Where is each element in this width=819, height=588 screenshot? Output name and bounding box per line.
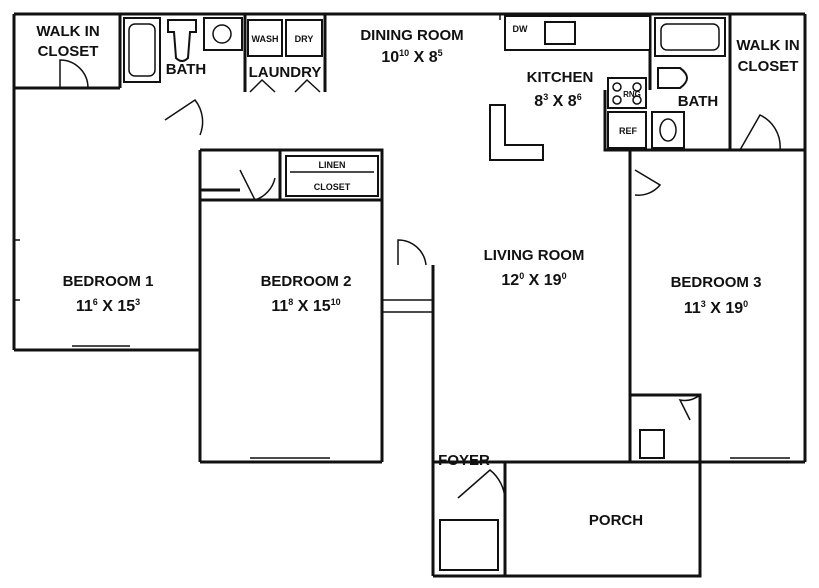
bedroom-3-closet-door	[678, 394, 701, 421]
sink-2	[651, 111, 685, 149]
kitchen-sink	[544, 21, 576, 45]
doors	[59, 59, 781, 501]
kitchen-counter	[504, 15, 651, 51]
linen-closet-box	[285, 155, 379, 197]
dishwasher-label: DW	[513, 24, 528, 34]
foyer-closet	[439, 519, 499, 571]
bedroom-3-label: BEDROOM 3	[671, 274, 762, 291]
fixtures	[123, 15, 726, 571]
washer	[247, 19, 283, 57]
bedroom-1-dimensions: 116 X 153	[76, 297, 140, 315]
hall-door	[397, 239, 427, 266]
refrigerator-label: REF	[619, 126, 638, 136]
refrigerator	[607, 111, 647, 149]
bath-1-door	[164, 98, 204, 136]
toilet-1	[167, 19, 197, 62]
closet-1-door	[59, 59, 89, 89]
bathtub-1	[123, 17, 161, 83]
walls	[12, 12, 807, 578]
bedroom-3-door	[634, 169, 662, 196]
foyer-label: FOYER	[438, 452, 490, 469]
laundry-doors	[249, 78, 321, 93]
linen-closet-label-line1: LINEN	[319, 160, 346, 170]
dryer	[285, 19, 323, 57]
windows	[14, 14, 790, 463]
walk-in-closet-1-label-line1: WALK IN	[36, 23, 99, 40]
bedroom-2-door	[239, 169, 276, 201]
wash-label: WASH	[252, 34, 279, 44]
bath-2-label: BATH	[678, 93, 719, 110]
walk-in-closet-2-label-line1: WALK IN	[736, 37, 799, 54]
bedroom-1-label: BEDROOM 1	[63, 273, 154, 290]
bath-1-label: BATH	[166, 61, 207, 78]
front-door	[457, 469, 506, 501]
laundry-label: LAUNDRY	[249, 64, 322, 81]
walk-in-closet-2-label-line2: CLOSET	[738, 58, 799, 75]
bedroom-3-closet-box	[639, 429, 665, 459]
dining-room-dimensions: 1010 X 85	[381, 48, 442, 66]
range-label: RNG	[623, 90, 641, 99]
kitchen-dimensions: 83 X 86	[534, 92, 581, 110]
toilet-2	[657, 67, 688, 89]
kitchen-island	[489, 104, 544, 161]
bedroom-2-label: BEDROOM 2	[261, 273, 352, 290]
labels: WALK IN CLOSET BATH WASH DRY LAUNDRY DIN…	[36, 23, 799, 529]
sink-1	[203, 17, 243, 51]
living-room-dimensions: 120 X 190	[501, 271, 566, 289]
closet-2-door	[739, 114, 781, 151]
kitchen-label: KITCHEN	[527, 69, 594, 86]
dining-room-label: DINING ROOM	[360, 27, 463, 44]
walk-in-closet-1-label-line2: CLOSET	[38, 43, 99, 60]
linen-closet-label-line2: CLOSET	[314, 182, 351, 192]
bedroom-2-dimensions: 118 X 1510	[271, 297, 340, 315]
bedroom-3-dimensions: 113 X 190	[684, 299, 748, 317]
dry-label: DRY	[295, 34, 314, 44]
living-room-label: LIVING ROOM	[484, 247, 585, 264]
porch-label: PORCH	[589, 512, 643, 529]
